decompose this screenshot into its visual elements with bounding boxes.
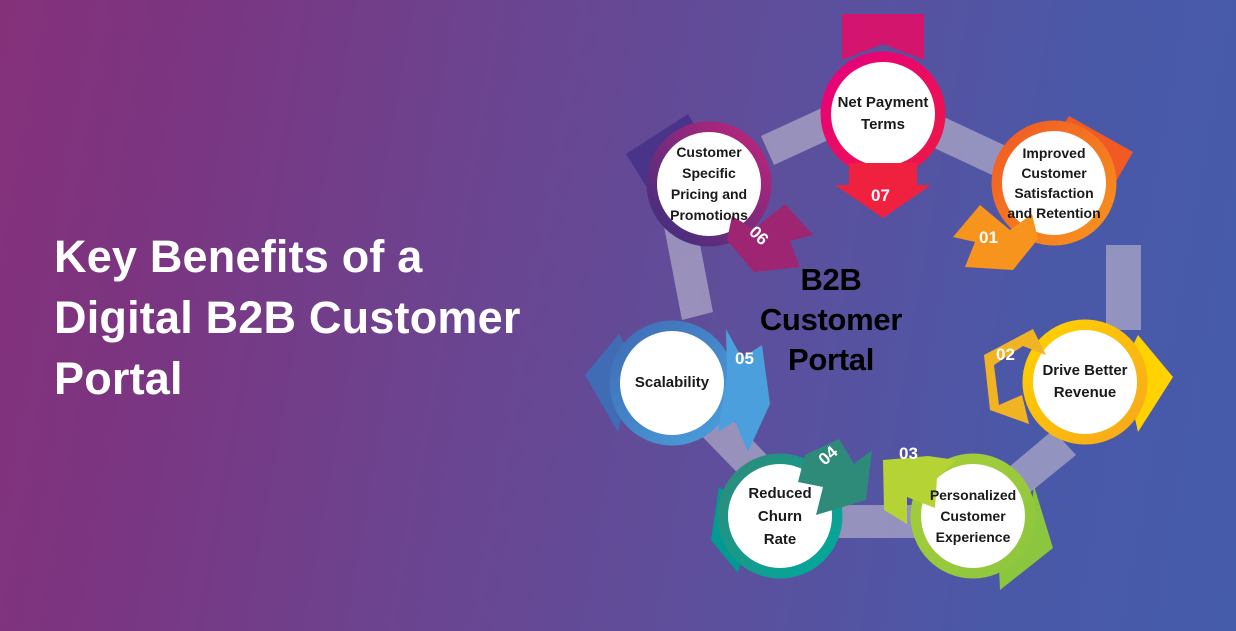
node-05[interactable]: [585, 320, 770, 452]
node-01[interactable]: [953, 116, 1133, 270]
node-01-number-arrow: [953, 205, 1038, 270]
node-02-number-arrow: [984, 329, 1046, 424]
node-04-disc: [728, 464, 832, 568]
node-06-number-arrow: [727, 204, 813, 272]
page-title-line-1: Key Benefits of a: [54, 231, 423, 282]
center-label: B2B Customer Portal: [686, 175, 976, 465]
node-05-disc: [620, 331, 724, 435]
node-02-ring: [1022, 319, 1148, 445]
node-06-disc: [657, 132, 761, 236]
node-05-number-arrow: [718, 329, 770, 452]
center-label-line-2: Customer: [759, 302, 903, 337]
node-04-number-arrow: [798, 439, 872, 515]
center-label-line-1: B2B: [800, 262, 862, 297]
node-01-disc: [1002, 131, 1106, 235]
node-02[interactable]: [984, 319, 1173, 445]
page-title: Key Benefits of a Digital B2B Customer P…: [54, 226, 574, 409]
node-03[interactable]: [883, 453, 1053, 590]
page-title-line-3: Portal: [54, 353, 183, 404]
node-07-back-wedge: [842, 14, 924, 60]
node-06[interactable]: [626, 114, 813, 272]
wheel-graphics: [585, 14, 1173, 590]
page-title-line-2: Digital B2B Customer: [54, 292, 521, 343]
node-03-disc: [921, 464, 1025, 568]
node-04-ring: [717, 453, 843, 579]
node-07-number-arrow: [835, 163, 931, 218]
node-04[interactable]: [711, 439, 872, 579]
center-label-line-3: Portal: [787, 342, 875, 377]
node-07-disc: [831, 62, 935, 166]
node-07[interactable]: [820, 14, 946, 218]
node-03-ring: [910, 453, 1036, 579]
benefits-wheel-diagram: B2B Customer Portal Net Payment Terms Im…: [566, 0, 1236, 631]
node-03-number-arrow: [883, 456, 956, 524]
node-02-disc: [1033, 330, 1137, 434]
node-01-ring: [991, 120, 1117, 246]
node-06-ring: [646, 121, 772, 247]
